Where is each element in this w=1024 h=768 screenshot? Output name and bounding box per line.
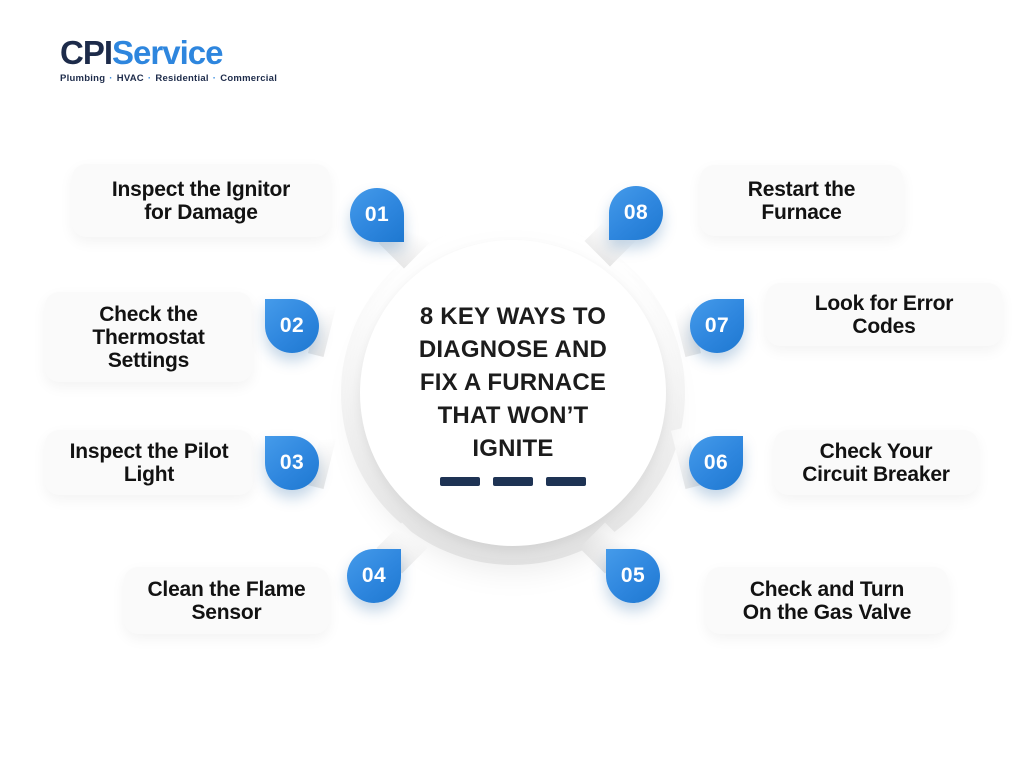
step-label-line: Circuit Breaker <box>802 462 950 486</box>
step-label-line: Check and Turn <box>749 577 905 601</box>
step-number-badge-5: 05 <box>606 549 660 603</box>
badge-number: 01 <box>364 203 390 226</box>
step-number-badge-7: 07 <box>690 299 744 353</box>
dot-separator: · <box>147 73 152 84</box>
title-line: FIX A FURNACE <box>419 369 607 396</box>
step-number-badge-8: 08 <box>609 186 663 240</box>
step-label-line: Sensor <box>191 600 262 624</box>
step-card-4: Clean the Flame Sensor <box>124 567 329 634</box>
step-label-line: Settings <box>107 348 190 372</box>
step-number-badge-1: 01 <box>350 188 404 242</box>
badge-number: 02 <box>279 314 305 337</box>
step-label-line: Inspect the Ignitor <box>111 177 291 201</box>
step-label-line: Codes <box>852 314 916 338</box>
logo-wordmark: CPIService <box>60 36 277 70</box>
badge-number: 03 <box>279 451 305 474</box>
logo-brand-primary: CPI <box>60 34 113 71</box>
tagline-part: Plumbing <box>60 73 106 84</box>
step-label-line: Thermostat <box>92 325 205 349</box>
step-label-line: Check the <box>99 302 198 326</box>
step-label-line: Inspect the Pilot <box>69 439 229 463</box>
title-line: IGNITE <box>472 435 554 462</box>
dash <box>546 477 586 486</box>
tagline-part: Residential <box>155 73 209 84</box>
badge-number: 08 <box>623 201 649 224</box>
badge-number: 04 <box>361 564 387 587</box>
step-label-line: Light <box>123 462 175 486</box>
center-circle: 8 KEY WAYS TO DIAGNOSE AND FIX A FURNACE… <box>360 240 666 546</box>
title-line: DIAGNOSE AND <box>418 336 608 363</box>
step-card-1: Inspect the Ignitor for Damage <box>72 164 330 237</box>
step-label-line: Restart the <box>747 177 856 201</box>
step-label-line: Look for Error <box>814 291 954 315</box>
badge-number: 05 <box>620 564 646 587</box>
infographic-title: 8 KEY WAYS TO DIAGNOSE AND FIX A FURNACE… <box>419 300 607 465</box>
step-number-badge-6: 06 <box>689 436 743 490</box>
dash <box>493 477 533 486</box>
step-number-badge-2: 02 <box>265 299 319 353</box>
badge-number: 07 <box>704 314 730 337</box>
step-card-2: Check the Thermostat Settings <box>45 292 252 382</box>
badge-number: 06 <box>703 451 729 474</box>
dot-separator: · <box>212 73 217 84</box>
logo-brand-secondary: Service <box>112 34 223 71</box>
dot-separator: · <box>109 73 113 84</box>
step-card-8: Restart the Furnace <box>700 165 903 236</box>
step-card-6: Check Your Circuit Breaker <box>774 430 978 495</box>
company-logo: CPIService Plumbing·HVAC·Residential·Com… <box>60 36 277 85</box>
title-line: 8 KEY WAYS TO <box>419 303 607 330</box>
step-number-badge-3: 03 <box>265 436 319 490</box>
title-underline-dashes <box>440 477 586 486</box>
step-label-line: On the Gas Valve <box>742 600 912 624</box>
step-number-badge-4: 04 <box>347 549 401 603</box>
step-card-3: Inspect the Pilot Light <box>45 430 253 495</box>
step-label-line: Check Your <box>819 439 933 463</box>
dash <box>440 477 480 486</box>
step-label-line: Furnace <box>761 200 842 224</box>
step-card-7: Look for Error Codes <box>766 283 1002 346</box>
tagline-part: Commercial <box>220 73 278 84</box>
step-card-5: Check and Turn On the Gas Valve <box>706 567 948 634</box>
tagline-part: HVAC <box>116 73 144 84</box>
step-label-line: for Damage <box>144 200 258 224</box>
step-label-line: Clean the Flame <box>147 577 306 601</box>
title-line: THAT WON’T <box>437 402 589 429</box>
logo-tagline: Plumbing·HVAC·Residential·Commercial <box>60 73 277 84</box>
